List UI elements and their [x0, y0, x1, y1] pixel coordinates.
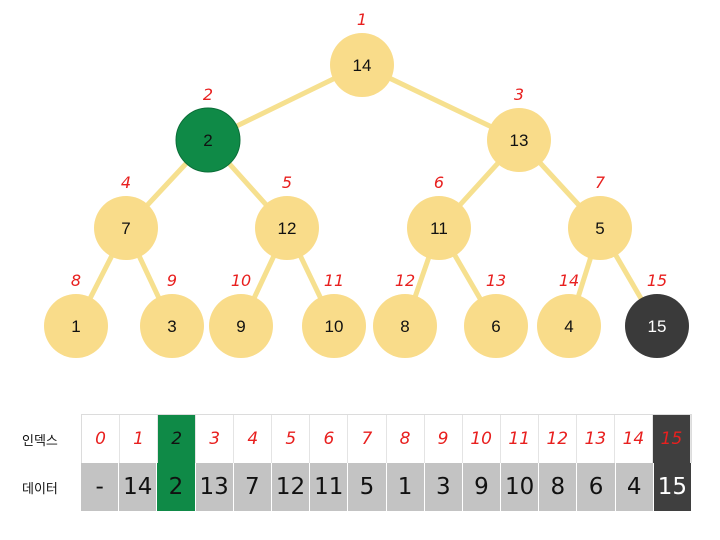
- tree-node-circle: [302, 294, 366, 358]
- tree-node: 14 1: [330, 10, 394, 97]
- tree-node-circle: [373, 294, 437, 358]
- array-index-cell: 1: [120, 415, 159, 463]
- tree-node-index: 8: [71, 271, 81, 290]
- array-data-cell: 15: [653, 463, 692, 511]
- tree-node-index: 9: [167, 271, 177, 290]
- tree-node-circle: [140, 294, 204, 358]
- tree-node: 13 3: [487, 85, 551, 172]
- tree-node-index: 15: [647, 271, 667, 290]
- tree-node: 11 6: [407, 173, 471, 260]
- tree-node-value: 1: [71, 317, 80, 336]
- tree-node-circle: [175, 107, 241, 173]
- array-index-cell: 11: [500, 415, 539, 463]
- array-index-cell: 0: [82, 415, 121, 463]
- tree-node-circle: [209, 294, 273, 358]
- tree-node-index: 4: [121, 173, 131, 192]
- tree-node-value: 12: [278, 219, 297, 238]
- array-index-cell: 5: [272, 415, 311, 463]
- array-data-cell: 9: [462, 463, 502, 511]
- array-index-cell: 7: [348, 415, 387, 463]
- tree-node-value: 8: [400, 317, 409, 336]
- array-data-cell: -: [81, 463, 120, 511]
- tree-node-value: 5: [595, 219, 604, 238]
- array-index-cell: 8: [386, 415, 425, 463]
- tree-node-value: 11: [430, 219, 448, 238]
- tree-node: 18: [44, 271, 108, 358]
- array-data-cell: 4: [615, 463, 654, 511]
- tree-node: 4 14: [537, 271, 601, 358]
- array-data-cell: 1: [386, 463, 425, 511]
- array-data-cell: 2: [157, 463, 196, 511]
- array-index-cell: 13: [576, 415, 615, 463]
- tree-node-index: 11: [324, 271, 344, 290]
- tree-node-circle: [464, 294, 528, 358]
- tree-node-circle: [330, 33, 394, 97]
- tree-node-circle: [568, 196, 632, 260]
- array-index-cell: 12: [538, 415, 577, 463]
- tree-node-index: 13: [486, 271, 506, 290]
- array-data-cell: 8: [539, 463, 578, 511]
- tree-node-index: 7: [595, 173, 606, 192]
- tree-node-circle: [537, 294, 601, 358]
- tree-node: 10 11: [302, 271, 366, 358]
- array-data-cell: 10: [501, 463, 540, 511]
- array-data-cell: 13: [195, 463, 234, 511]
- heap-tree-diagram: 1412213374125116571839910101181261341415…: [44, 10, 689, 358]
- tree-node-value: 2: [203, 131, 212, 150]
- tree-node: 6 13: [464, 271, 528, 358]
- tree-node-circle: [94, 196, 158, 260]
- tree-node-index: 12: [395, 271, 415, 290]
- data-row-label: 데이터: [22, 482, 58, 497]
- tree-node: 12 5: [255, 173, 319, 260]
- array-index-cell: 15: [652, 415, 691, 463]
- tree-node-circle: [487, 108, 551, 172]
- array-data-cell: 12: [271, 463, 311, 511]
- array-data-cell: 3: [424, 463, 463, 511]
- tree-node-circle: [44, 294, 108, 358]
- tree-node-index: 2: [203, 85, 213, 104]
- tree-node-value: 7: [121, 219, 130, 238]
- tree-node: 9 10: [209, 271, 273, 358]
- array-index-cell: 3: [196, 415, 235, 463]
- array-index-cell: 9: [424, 415, 463, 463]
- tree-node-index: 10: [231, 271, 251, 290]
- tree-node-value: 6: [491, 317, 500, 336]
- array-data-cell: 11: [310, 463, 349, 511]
- tree-node: 74: [94, 173, 158, 260]
- tree-node-value: 14: [353, 56, 372, 75]
- tree-node-value: 13: [510, 131, 529, 150]
- array-data-cell: 6: [577, 463, 616, 511]
- array-index-cell: 10: [462, 415, 501, 463]
- tree-node-circle: [255, 196, 319, 260]
- tree-node-value: 3: [167, 317, 176, 336]
- array-data-cell: 14: [119, 463, 158, 511]
- tree-node-index: 14: [559, 271, 579, 290]
- tree-node-index: 6: [434, 173, 444, 192]
- tree-node: 57: [568, 173, 632, 260]
- array-index-cell: 14: [614, 415, 653, 463]
- tree-node-value: 10: [325, 317, 344, 336]
- tree-node-index: 1: [357, 10, 367, 29]
- array-index-cell: 2: [158, 415, 197, 463]
- array-data-cell: 7: [233, 463, 272, 511]
- tree-nodes: 1412213374125116571839910101181261341415…: [44, 10, 689, 358]
- tree-node-value: 15: [648, 317, 667, 336]
- tree-node-value: 9: [236, 317, 245, 336]
- tree-node-index: 3: [514, 85, 524, 104]
- array-index-cell: 4: [234, 415, 273, 463]
- tree-node: 22: [175, 85, 241, 173]
- array-data-cell: 5: [348, 463, 387, 511]
- index-row-label: 인덱스: [22, 434, 58, 449]
- array-index-cell: 6: [310, 415, 349, 463]
- tree-node-circle: [407, 196, 471, 260]
- tree-node: 39: [140, 271, 204, 358]
- tree-node: 8 12: [373, 271, 437, 358]
- tree-node-index: 5: [282, 173, 292, 192]
- tree-node-value: 4: [564, 317, 573, 336]
- tree-node-circle: [625, 294, 689, 358]
